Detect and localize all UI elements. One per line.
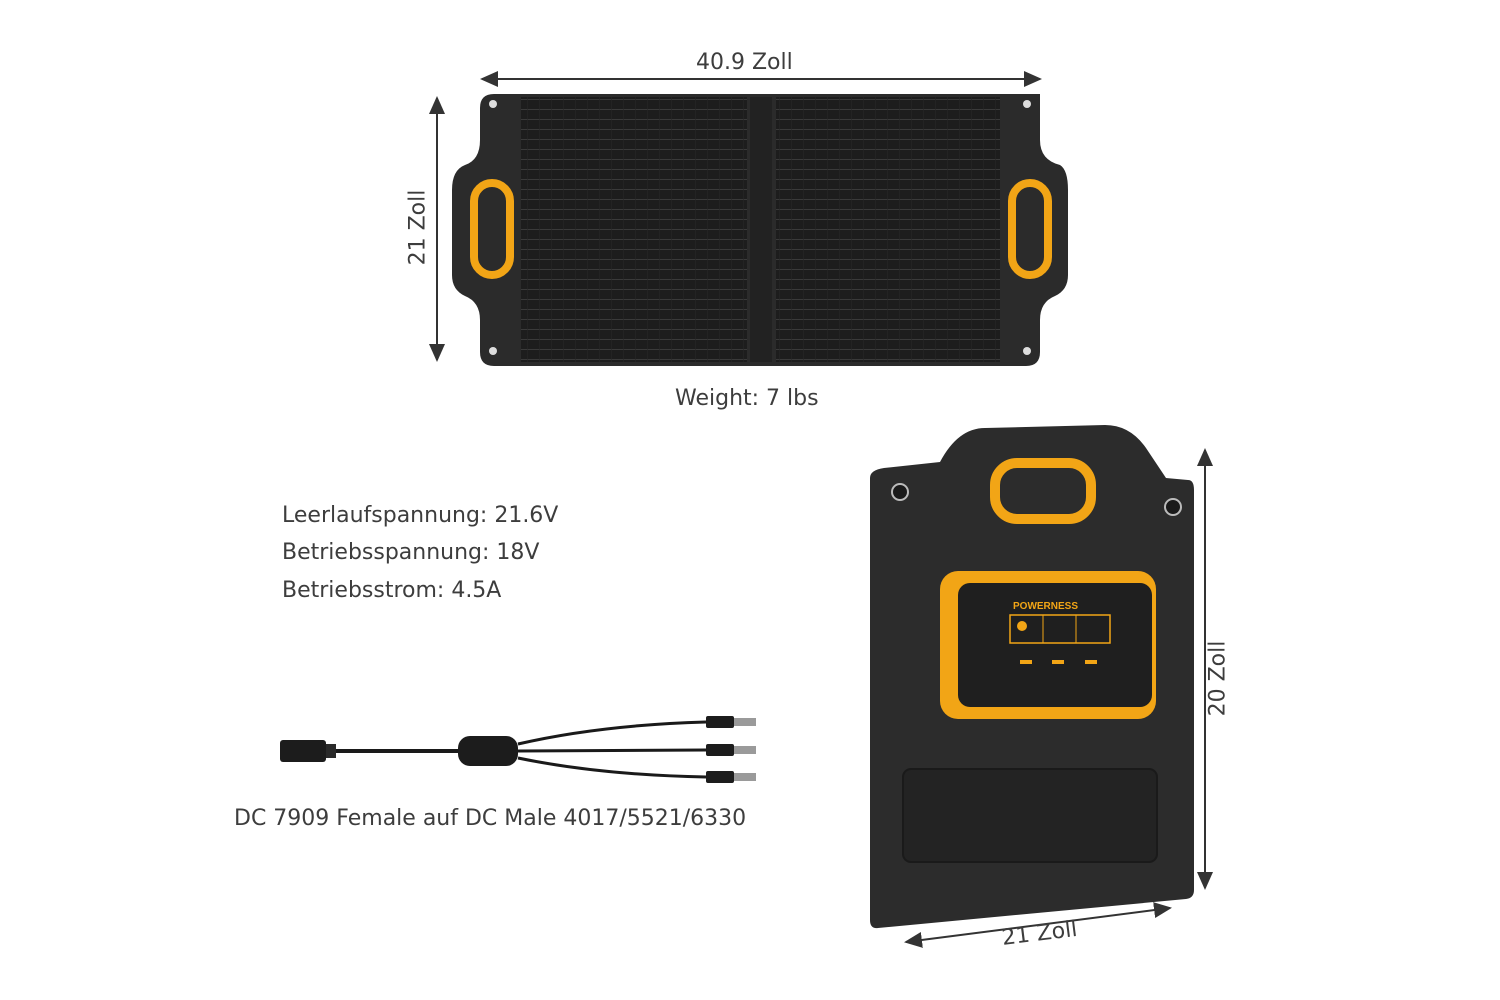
junction-box-face xyxy=(958,583,1152,707)
dc-male-connector xyxy=(706,771,734,783)
dc-male-connector xyxy=(706,716,734,728)
grommet xyxy=(1023,100,1031,108)
panel-fold xyxy=(750,97,772,362)
weight-label: Weight: 7 lbs xyxy=(675,386,819,411)
spec-operating-current: Betriebsstrom: 4.5A xyxy=(282,578,502,603)
grommet xyxy=(1164,498,1182,516)
solar-panel-back xyxy=(870,425,1194,929)
width-label: 40.9 Zoll xyxy=(696,50,793,75)
grommet xyxy=(489,100,497,108)
cable-caption: DC 7909 Female auf DC Male 4017/5521/633… xyxy=(234,806,747,831)
usage-diagram xyxy=(1009,614,1111,644)
back-height-label: 20 Zoll xyxy=(1205,640,1231,717)
spec-operating-voltage: Betriebsspannung: 18V xyxy=(282,540,540,565)
splitter xyxy=(458,736,518,766)
grommet xyxy=(1023,347,1031,355)
height-label: 21 Zoll xyxy=(405,189,431,266)
handle-right xyxy=(1008,179,1052,279)
carry-handle xyxy=(990,458,1096,524)
sun-icon xyxy=(1017,621,1027,631)
brand-logo: POWERNESS xyxy=(1013,601,1078,612)
dc7909-female-connector xyxy=(280,740,326,762)
handle-left xyxy=(470,179,514,279)
solar-cells-left xyxy=(521,97,747,362)
storage-pocket xyxy=(902,768,1158,863)
grommet xyxy=(891,483,909,501)
dc-male-connector xyxy=(706,744,734,756)
grommet xyxy=(489,347,497,355)
y-cable xyxy=(280,716,756,783)
spec-open-circuit-voltage: Leerlaufspannung: 21.6V xyxy=(282,503,559,528)
solar-cells-right xyxy=(776,97,1000,362)
solar-panel-front xyxy=(452,94,1068,366)
back-width-arrow xyxy=(904,902,1172,948)
